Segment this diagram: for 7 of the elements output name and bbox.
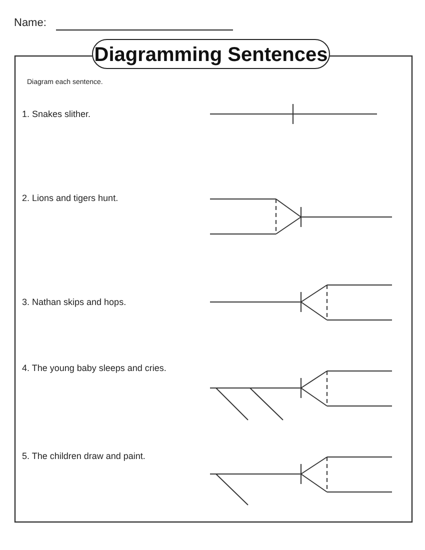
sentence-text: 1. Snakes slither.: [22, 109, 91, 119]
title-banner: Diagramming Sentences: [92, 39, 330, 69]
sentence-text: 5. The children draw and paint.: [22, 451, 146, 461]
sentence-text: 2. Lions and tigers hunt.: [22, 193, 118, 203]
name-label: Name:: [14, 17, 46, 29]
sentence-text: 3. Nathan skips and hops.: [22, 297, 126, 307]
sentence-text: 4. The young baby sleeps and cries.: [22, 363, 166, 373]
